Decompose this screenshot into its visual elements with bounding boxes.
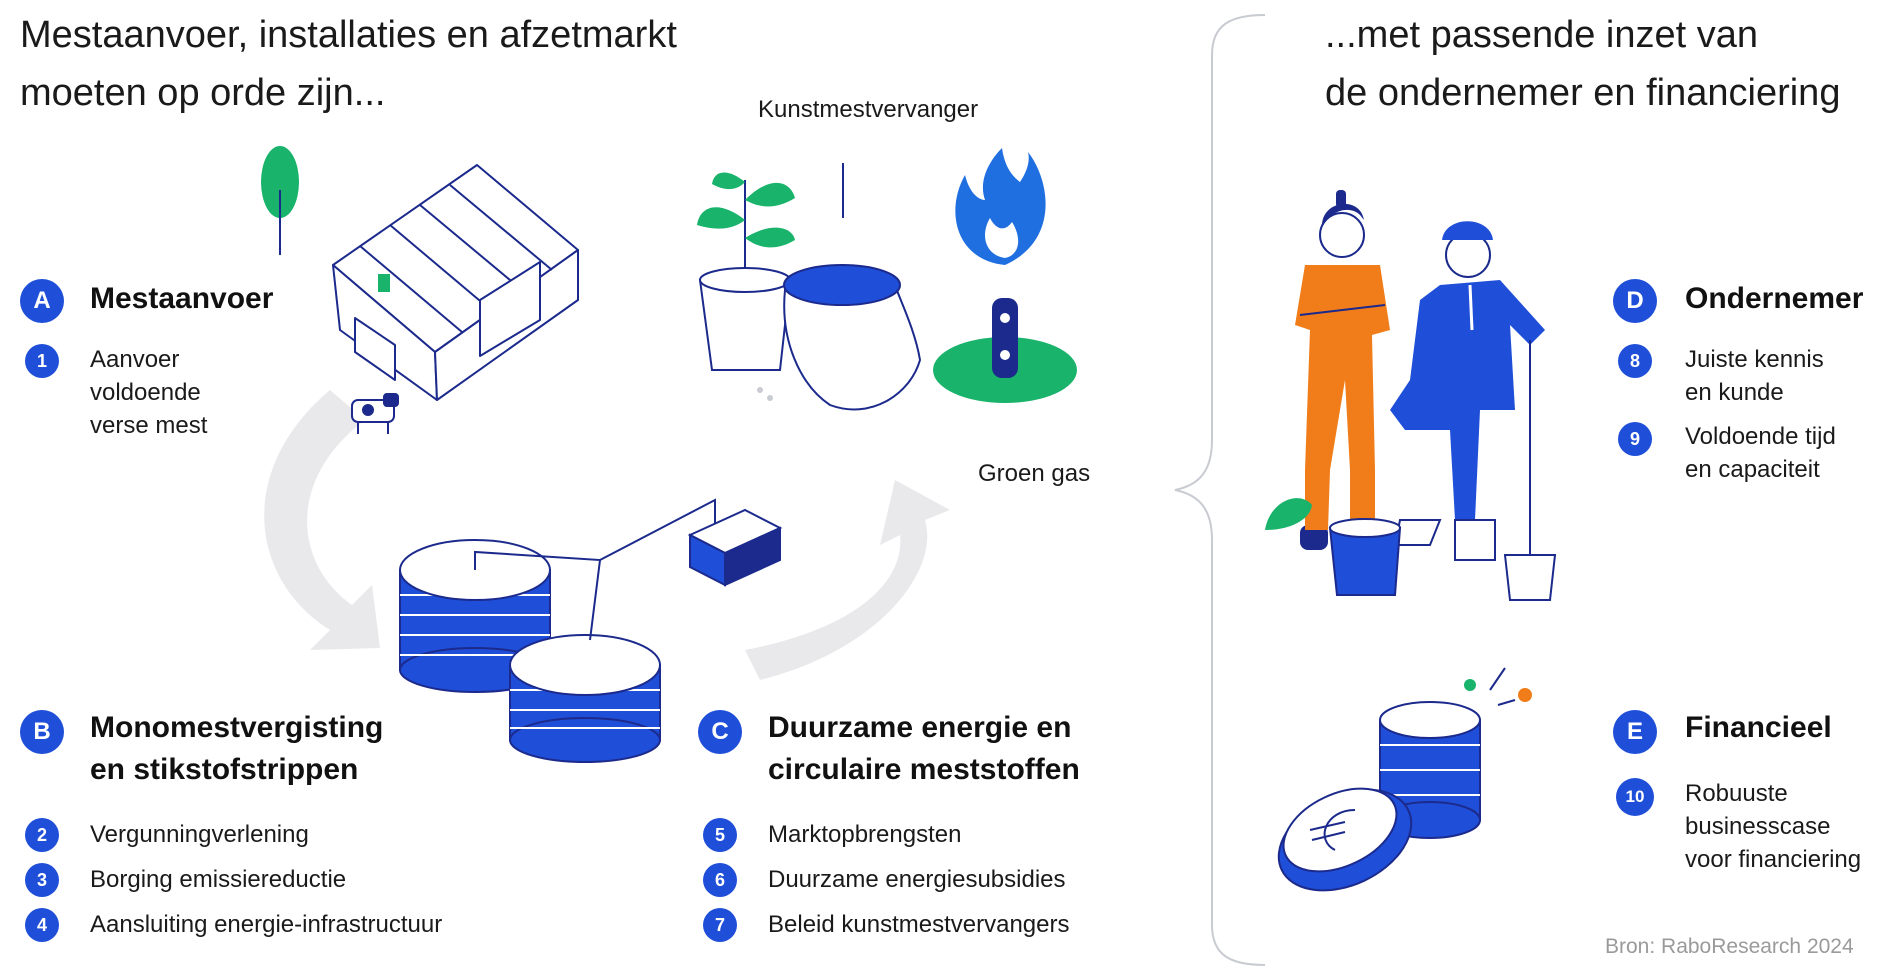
label-groen-gas: Groen gas <box>978 460 1091 487</box>
tree-icon <box>261 146 299 255</box>
item-10-line2: businesscase <box>1685 813 1831 840</box>
section-d-title: Ondernemer <box>1685 282 1864 315</box>
item-8-line1: Juiste kennis <box>1685 346 1824 373</box>
item-10-line1: Robuuste <box>1685 780 1788 807</box>
right-headline-line2: de ondernemer en financiering <box>1325 72 1841 114</box>
farmer-man-icon <box>1390 221 1545 561</box>
left-headline: Mestaanvoer, installaties en afzetmarkt … <box>20 6 677 122</box>
section-c-title: Duurzame energie en circulaire meststoff… <box>768 707 1080 791</box>
bucket-icon <box>1328 518 1402 596</box>
item-5-badge: 5 <box>703 818 737 852</box>
item-1-line1: Aanvoer <box>90 346 180 373</box>
bush-icon <box>1265 498 1312 530</box>
item-1-badge: 1 <box>25 344 59 378</box>
fertilizer-sack-icon <box>757 264 922 411</box>
item-4-badge: 4 <box>25 908 59 942</box>
source-note: Bron: RaboResearch 2024 <box>1605 935 1854 958</box>
flame-icon <box>955 148 1046 265</box>
item-7-text: Beleid kunstmestvervangers <box>768 911 1070 938</box>
left-headline-line2: moeten op orde zijn... <box>20 72 386 114</box>
item-8-text: Juiste kennis en kunde <box>1685 343 1824 409</box>
plant-pot-icon <box>697 172 795 371</box>
section-e-title: Financieel <box>1685 711 1832 744</box>
section-c-title-line2: circulaire meststoffen <box>768 753 1080 786</box>
euro-coin-icon <box>1277 787 1413 892</box>
digester-tanks-icon <box>399 498 716 763</box>
item-9-line1: Voldoende tijd <box>1685 423 1836 450</box>
gas-pipe-icon <box>933 298 1077 403</box>
section-a-title: Mestaanvoer <box>90 282 274 315</box>
section-c-badge: C <box>698 710 742 754</box>
section-c-title-line1: Duurzame energie en <box>768 711 1072 744</box>
item-2-text: Vergunningverlening <box>90 821 309 848</box>
item-10-text: Robuuste businesscase voor financiering <box>1685 777 1861 876</box>
shovel-icon <box>1503 340 1557 601</box>
barn-icon <box>332 164 579 401</box>
item-6-badge: 6 <box>703 863 737 897</box>
cycle-arrow-right-icon <box>745 480 950 680</box>
cow-icon <box>351 393 399 434</box>
item-1-text: Aanvoer voldoende verse mest <box>90 343 207 442</box>
item-10-badge: 10 <box>1616 778 1654 816</box>
item-1-line2: voldoende <box>90 379 201 406</box>
right-headline-line1: ...met passende inzet van <box>1325 14 1759 56</box>
left-headline-line1: Mestaanvoer, installaties en afzetmarkt <box>20 14 677 56</box>
section-b-title-line2: en stikstofstrippen <box>90 753 359 786</box>
item-7-badge: 7 <box>703 908 737 942</box>
farmer-woman-icon <box>1295 190 1390 550</box>
section-d-badge: D <box>1613 279 1657 323</box>
item-4-text: Aansluiting energie-infrastructuur <box>90 911 443 938</box>
section-e-badge: E <box>1613 710 1657 754</box>
label-kunstmestvervanger: Kunstmestvervanger <box>758 96 979 123</box>
item-3-text: Borging emissiereductie <box>90 866 347 893</box>
item-3-badge: 3 <box>25 863 59 897</box>
item-1-line3: verse mest <box>90 412 208 439</box>
cycle-arrow-left-icon <box>264 390 380 650</box>
section-b-title: Monomestvergisting en stikstofstrippen <box>90 707 383 791</box>
item-9-text: Voldoende tijd en capaciteit <box>1685 420 1836 486</box>
brace-divider-icon <box>1174 14 1266 966</box>
item-10-line3: voor financiering <box>1685 846 1862 873</box>
item-9-badge: 9 <box>1618 422 1652 456</box>
sparkle-icon <box>1464 667 1532 706</box>
item-8-line2: en kunde <box>1685 379 1784 406</box>
section-b-badge: B <box>20 710 64 754</box>
item-2-badge: 2 <box>25 818 59 852</box>
item-5-text: Marktopbrengsten <box>768 821 962 848</box>
section-b-title-line1: Monomestvergisting <box>90 711 384 744</box>
item-6-text: Duurzame energiesubsidies <box>768 866 1066 893</box>
storage-box-icon <box>687 508 783 587</box>
right-headline: ...met passende inzet van de ondernemer … <box>1325 6 1840 122</box>
section-a-badge: A <box>20 279 64 323</box>
item-8-badge: 8 <box>1618 344 1652 378</box>
item-9-line2: en capaciteit <box>1685 456 1820 483</box>
